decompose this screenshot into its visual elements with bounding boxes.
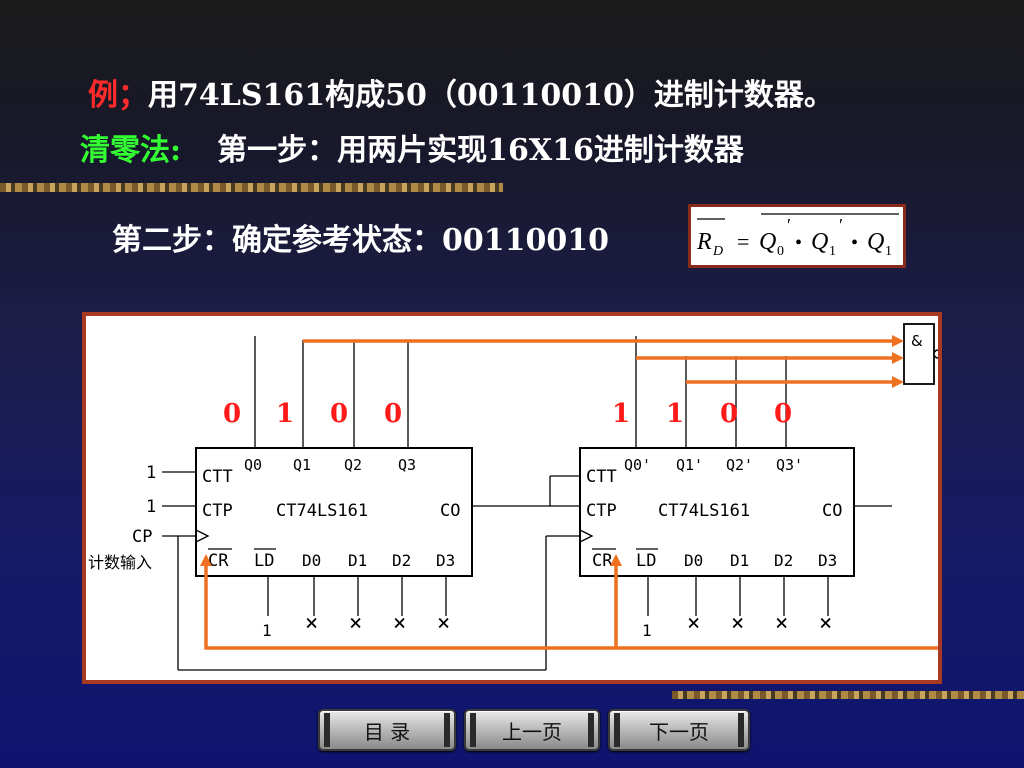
left-q3-label: Q3 — [398, 456, 416, 474]
left-d2-label: D2 — [392, 551, 411, 570]
right-state-bit-0: 1 — [612, 399, 630, 429]
right-d3-x: × — [819, 611, 832, 636]
step2-text: 第二步：确定参考状态：00110010 — [112, 223, 609, 258]
right-q0-label: Q0' — [624, 456, 651, 474]
cp-label: CP — [132, 527, 152, 547]
left-ld-value: 1 — [262, 621, 272, 640]
left-cr-label: CR — [208, 551, 229, 571]
left-q0-label: Q0 — [244, 456, 262, 474]
left-q1-label: Q1 — [293, 456, 311, 474]
left-state-bit-2: 0 — [330, 399, 348, 429]
right-state-bit-3: 0 — [774, 399, 792, 429]
example-line: 例；用74LS161构成50（00110010）进制计数器。 — [88, 70, 834, 114]
right-chip-name: CT74LS161 — [658, 501, 750, 521]
left-d1-x: × — [349, 611, 362, 636]
right-state-bit-1: 1 — [666, 399, 684, 429]
next-page-button[interactable]: 下一页 — [608, 709, 750, 751]
formula-dot-1: • — [795, 232, 802, 254]
formula-lhs-sub: D — [712, 244, 723, 259]
formula-dot-2: • — [851, 232, 858, 254]
counter-circuit-diagram: Q0 Q1 Q2 Q3 CTT CTP CT74LS161 CO CR LD D… — [82, 312, 966, 684]
right-d0-x: × — [687, 611, 700, 636]
left-state-bit-0: 0 — [223, 399, 241, 429]
right-co-label: CO — [822, 501, 842, 521]
formula-q0-prime: ′ — [787, 215, 791, 235]
left-ctp-value: 1 — [146, 497, 156, 517]
right-d1-x: × — [731, 611, 744, 636]
right-q2-label: Q2' — [726, 456, 753, 474]
left-d3-x: × — [437, 611, 450, 636]
method-line: 清零法: 第一步：用两片实现16X16进制计数器 — [80, 125, 744, 169]
left-ctt-label: CTT — [202, 467, 233, 487]
circuit-svg: Q0 Q1 Q2 Q3 CTT CTP CT74LS161 CO CR LD D… — [88, 323, 966, 671]
left-d0-x: × — [305, 611, 318, 636]
example-text: 用74LS161构成50（00110010）进制计数器。 — [148, 78, 834, 113]
menu-button[interactable]: 目 录 — [318, 709, 456, 751]
decorative-band-bottom — [672, 691, 1024, 699]
formula-q0: Q — [759, 229, 776, 255]
reset-formula: R D = Q 0 ′ • Q 1 ′ • Q 1 — [696, 213, 899, 259]
feedback-arrowheads — [200, 335, 904, 566]
left-d3-label: D3 — [436, 551, 455, 570]
left-ctp-label: CTP — [202, 501, 233, 521]
decorative-band-top — [0, 183, 503, 192]
example-prefix: 例； — [88, 78, 148, 113]
formula-lhs: R — [696, 229, 712, 255]
and-gate-symbol: & — [911, 332, 923, 350]
formula-q1a-prime: ′ — [839, 215, 843, 235]
left-co-label: CO — [440, 501, 460, 521]
left-state-bit-1: 1 — [276, 399, 294, 429]
right-d3-label: D3 — [818, 551, 837, 570]
left-state-bit-3: 0 — [384, 399, 402, 429]
left-d0-label: D0 — [302, 551, 321, 570]
right-ld-value: 1 — [642, 621, 652, 640]
right-q1-label: Q1' — [676, 456, 703, 474]
right-d2-label: D2 — [774, 551, 793, 570]
method-colon: : — [170, 133, 182, 168]
step1-text: 第一步：用两片实现16X16进制计数器 — [217, 133, 744, 168]
right-q3-label: Q3' — [776, 456, 803, 474]
formula-q1b-sub: 1 — [885, 244, 892, 259]
and-gate-inverter — [933, 349, 943, 359]
left-chip-body — [195, 447, 473, 577]
left-q2-label: Q2 — [344, 456, 362, 474]
formula-q0-sub: 0 — [777, 244, 784, 259]
right-cr-label: CR — [592, 551, 613, 571]
cp-description: 计数输入 — [88, 553, 152, 572]
right-chip-body — [579, 447, 855, 577]
right-ctt-label: CTT — [586, 467, 617, 487]
left-d2-x: × — [393, 611, 406, 636]
formula-equals: = — [737, 229, 749, 254]
previous-page-button[interactable]: 上一页 — [464, 709, 600, 751]
left-chip-name: CT74LS161 — [276, 501, 368, 521]
right-d1-label: D1 — [730, 551, 749, 570]
left-ld-label: LD — [254, 551, 274, 571]
method-label: 清零法 — [80, 133, 170, 168]
reset-formula-box: R D = Q 0 ′ • Q 1 ′ • Q 1 — [688, 204, 906, 268]
left-ctt-value: 1 — [146, 463, 156, 483]
right-ld-label: LD — [636, 551, 656, 571]
formula-q1a-sub: 1 — [829, 244, 836, 259]
right-d2-x: × — [775, 611, 788, 636]
formula-q1b: Q — [867, 229, 884, 255]
formula-q1a: Q — [811, 229, 828, 255]
left-d1-label: D1 — [348, 551, 367, 570]
right-state-bit-2: 0 — [720, 399, 738, 429]
right-d0-label: D0 — [684, 551, 703, 570]
right-ctp-label: CTP — [586, 501, 617, 521]
